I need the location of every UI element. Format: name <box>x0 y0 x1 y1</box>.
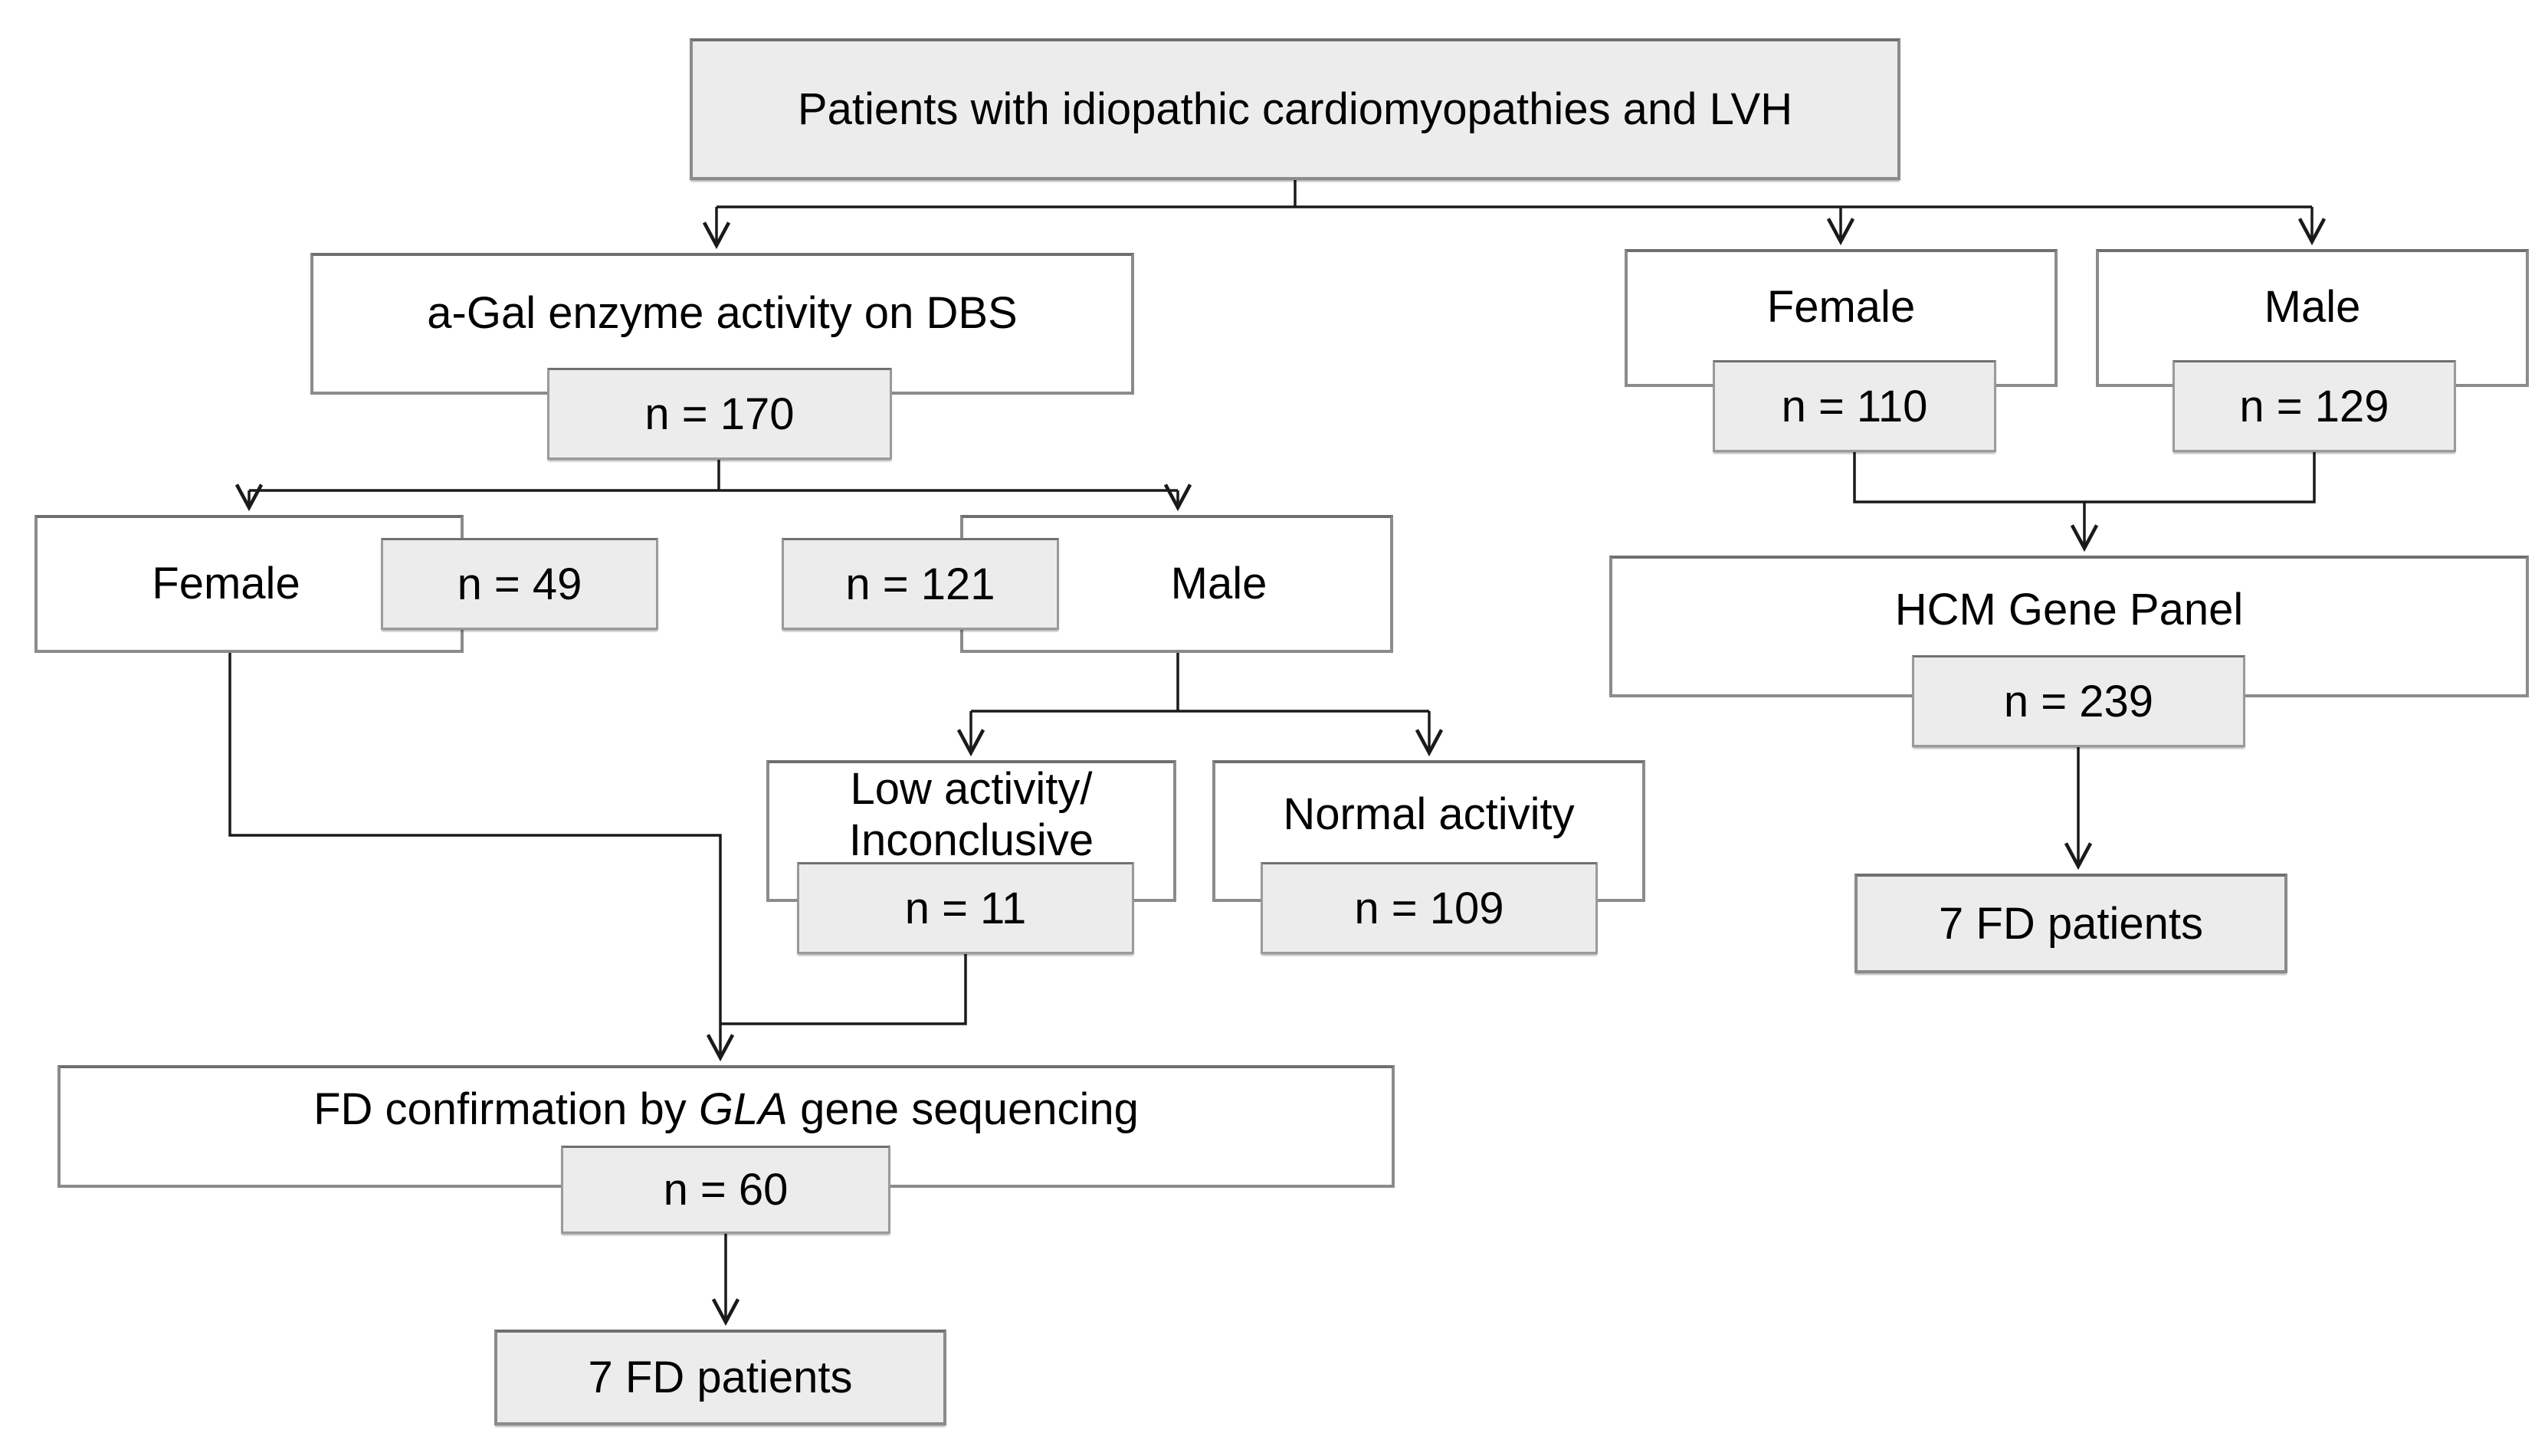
node-agal-label: a-Gal enzyme activity on DBS <box>427 287 1018 338</box>
node-root: Patients with idiopathic cardiomyopathie… <box>690 38 1900 180</box>
node-low-activity-label-line1: Low activity/ <box>850 763 1093 814</box>
node-female-left-label: Female <box>152 558 300 608</box>
edge-n11-join <box>720 954 967 1025</box>
node-fd-confirmation-label-pre: FD confirmation by <box>313 1084 699 1134</box>
count-female-right: n = 110 <box>1713 360 1996 452</box>
node-fd-patients-left-label: 7 FD patients <box>588 1353 853 1402</box>
count-hcm-panel: n = 239 <box>1912 655 2245 747</box>
edge-female-left-to-fd <box>228 653 735 1062</box>
node-male-left-label: Male <box>1170 558 1267 608</box>
node-fd-patients-right-label: 7 FD patients <box>1939 898 2203 949</box>
edge-right-converge <box>1853 452 2316 503</box>
count-fd-confirmation: n = 60 <box>561 1146 890 1234</box>
node-root-label: Patients with idiopathic cardiomyopathie… <box>797 84 1793 134</box>
node-hcm-panel-label: HCM Gene Panel <box>1894 585 2244 635</box>
node-male-right-label: Male <box>2264 282 2361 333</box>
count-male-left: n = 121 <box>782 538 1059 630</box>
node-fd-confirmation-label-post: gene sequencing <box>787 1084 1139 1134</box>
node-female-right-label: Female <box>1766 282 1916 333</box>
node-low-activity-label-line2: Inconclusive <box>848 815 1094 865</box>
count-female-left: n = 49 <box>381 538 658 630</box>
node-fd-patients-right: 7 FD patients <box>1854 874 2287 973</box>
node-normal-activity-label: Normal activity <box>1283 789 1575 840</box>
node-fd-patients-left: 7 FD patients <box>494 1330 946 1425</box>
count-male-right: n = 129 <box>2173 360 2456 452</box>
count-agal: n = 170 <box>547 368 892 460</box>
count-low-activity: n = 11 <box>797 862 1134 954</box>
count-normal-activity: n = 109 <box>1261 862 1598 954</box>
node-fd-confirmation-label-gla: GLA <box>698 1084 788 1134</box>
